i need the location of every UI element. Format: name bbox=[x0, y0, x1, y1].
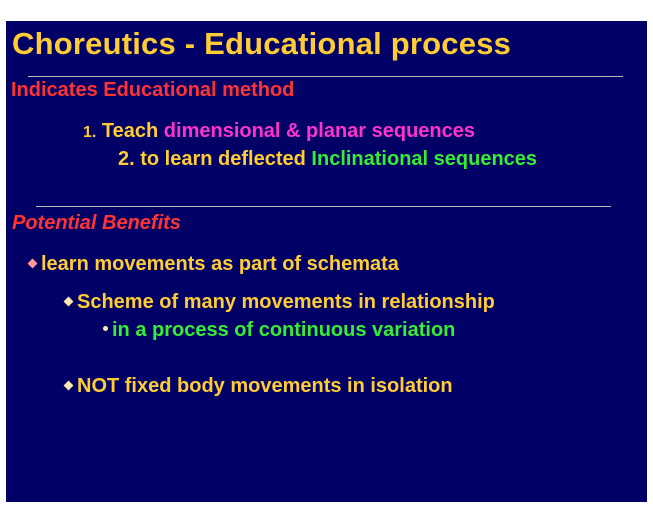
item-highlight: dimensional & planar sequences bbox=[163, 120, 476, 142]
benefit-bullet-3: in a process of continuous variation bbox=[101, 319, 455, 342]
section-heading-method: Indicates Educational method bbox=[11, 79, 295, 101]
slide-title: Choreutics - Educational process bbox=[12, 26, 512, 61]
section-heading-benefits: Potential Benefits bbox=[12, 212, 181, 234]
method-item-2: 2. to learn deflected Inclinational sequ… bbox=[118, 148, 537, 171]
slide: Choreutics - Educational process Indicat… bbox=[6, 21, 647, 502]
diamond-bullet-icon bbox=[27, 258, 38, 269]
method-item-1: 1. Teach dimensional & planar sequences bbox=[83, 120, 475, 143]
item-lead: to learn deflected bbox=[140, 148, 306, 170]
item-number: 1. bbox=[83, 124, 97, 141]
benefit-text: NOT fixed body movements in isolation bbox=[77, 375, 453, 397]
divider-top bbox=[28, 76, 623, 77]
benefit-text: learn movements as part of schemata bbox=[41, 253, 399, 275]
item-highlight: Inclinational sequences bbox=[311, 148, 538, 170]
item-number: 2. bbox=[118, 148, 135, 170]
benefit-bullet-2: Scheme of many movements in relationship bbox=[63, 291, 495, 314]
diamond-bullet-icon bbox=[63, 380, 74, 391]
benefit-bullet-4: NOT fixed body movements in isolation bbox=[63, 375, 453, 398]
diamond-bullet-icon bbox=[63, 296, 74, 307]
benefit-text: in a process of continuous variation bbox=[112, 319, 456, 341]
divider-middle bbox=[36, 206, 611, 207]
benefit-text: Scheme of many movements in relationship bbox=[77, 291, 495, 313]
dot-bullet-icon bbox=[103, 326, 108, 332]
benefit-bullet-1: learn movements as part of schemata bbox=[27, 253, 399, 276]
item-lead: Teach bbox=[101, 120, 159, 142]
